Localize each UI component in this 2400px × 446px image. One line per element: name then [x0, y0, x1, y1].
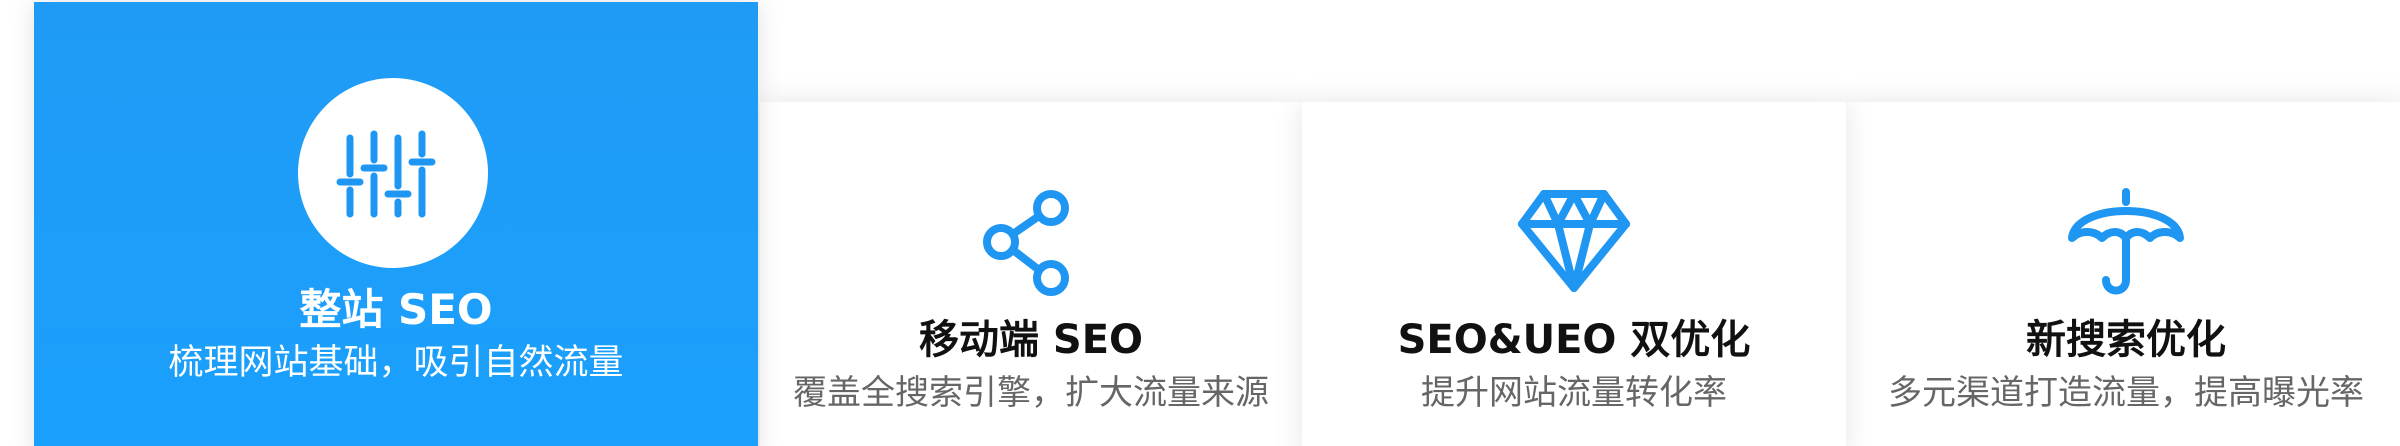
service-card-new-search[interactable]: 新搜索优化 多元渠道打造流量，提高曝光率 — [1846, 102, 2400, 446]
card-icon-wrap — [971, 180, 1091, 300]
service-card-mobile-seo[interactable]: 移动端 SEO 覆盖全搜索引擎，扩大流量来源 — [760, 102, 1302, 446]
card-description: 提升网站流量转化率 — [1421, 373, 1727, 413]
share-icon — [983, 190, 1069, 296]
sliders-icon — [336, 130, 436, 218]
card-description: 覆盖全搜索引擎，扩大流量来源 — [793, 373, 1269, 413]
icon-circle — [298, 78, 488, 268]
card-description: 多元渠道打造流量，提高曝光率 — [1888, 373, 2364, 413]
card-icon-wrap — [2066, 180, 2186, 300]
service-card-site-seo[interactable]: 整站 SEO 梳理网站基础，吸引自然流量 — [34, 2, 758, 446]
card-icon-wrap — [1514, 180, 1634, 300]
service-card-seo-ueo[interactable]: SEO&UEO 双优化 提升网站流量转化率 — [1302, 102, 1846, 446]
card-title: 新搜索优化 — [2026, 317, 2226, 363]
diamond-icon — [1518, 190, 1630, 292]
card-title: SEO&UEO 双优化 — [1397, 317, 1751, 363]
umbrella-icon — [2068, 188, 2184, 295]
card-title: 整站 SEO — [299, 285, 493, 334]
card-description: 梳理网站基础，吸引自然流量 — [168, 343, 624, 383]
card-title: 移动端 SEO — [918, 317, 1144, 363]
